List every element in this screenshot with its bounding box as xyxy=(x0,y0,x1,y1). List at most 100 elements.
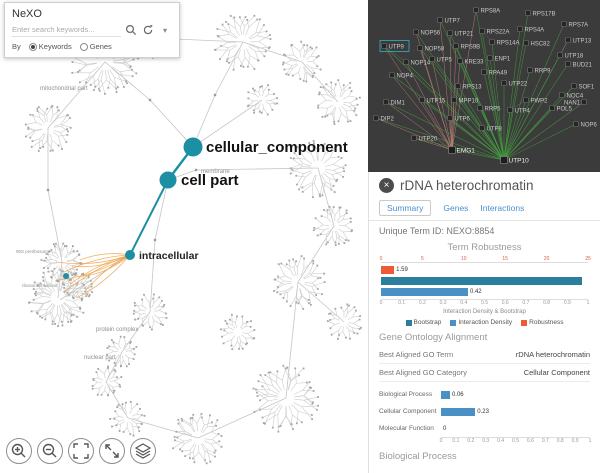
legend-swatch xyxy=(521,319,528,326)
gene-label-NOP14: NOP14 xyxy=(411,61,431,67)
gene-node-NOP56[interactable] xyxy=(413,29,419,35)
zoom-fit-button[interactable] xyxy=(68,438,94,464)
top-axis-tick: 25 xyxy=(585,256,591,262)
bottom-axis-tick: 0.5 xyxy=(481,300,488,306)
gene-node-DIM1[interactable] xyxy=(383,99,389,105)
go-axis-tick: 0.7 xyxy=(541,438,549,444)
search-input[interactable] xyxy=(12,23,121,37)
tab-summary[interactable]: Summary xyxy=(379,200,432,216)
tree-minor-label: nuclear part xyxy=(84,355,116,361)
zoom-in-button[interactable] xyxy=(6,438,32,464)
go-axis-tick: 0.8 xyxy=(556,438,564,444)
gene-node-UTP18[interactable] xyxy=(557,52,563,58)
gene-node-BUD21[interactable] xyxy=(565,61,571,67)
gene-node-NOC4[interactable] xyxy=(559,92,565,98)
selected-term-node[interactable] xyxy=(63,273,69,279)
search-icon[interactable] xyxy=(124,23,138,37)
chevron-down-icon[interactable]: ▾ xyxy=(162,25,167,35)
top-axis-tick: 5 xyxy=(421,256,424,262)
gene-node-UTP21[interactable] xyxy=(447,30,453,36)
gene-label-RPS17B: RPS17B xyxy=(533,12,556,18)
gene-node-DIP2[interactable] xyxy=(373,115,379,121)
gene-node-PWP2[interactable] xyxy=(523,97,529,103)
bar-interaction-density xyxy=(381,288,468,296)
node-cellular-component[interactable] xyxy=(183,137,203,157)
gene-node-RPS14A[interactable] xyxy=(489,39,495,45)
gene-node-UTP13[interactable] xyxy=(565,37,571,43)
gene-label-RPS9B: RPS9B xyxy=(461,45,481,51)
node-cell-part[interactable] xyxy=(159,171,177,189)
gene-node-UTP8[interactable] xyxy=(479,125,485,131)
gene-node-UTP4[interactable] xyxy=(507,107,513,113)
tab-interactions[interactable]: Interactions xyxy=(480,203,525,213)
gene-label-RPS13: RPS13 xyxy=(463,85,483,91)
gene-label-UTP18: UTP18 xyxy=(565,54,584,60)
gene-node-RPS7A[interactable] xyxy=(561,21,567,27)
gene-node-RPS4A[interactable] xyxy=(517,26,523,32)
gene-node-EMG1[interactable] xyxy=(448,146,456,154)
gene-node-NOP14[interactable] xyxy=(403,59,409,65)
zoom-out-button[interactable] xyxy=(37,438,63,464)
go-axis-tick: 0 xyxy=(439,438,443,444)
radio-keywords[interactable]: Keywords xyxy=(28,42,72,51)
gene-node-RPA49[interactable] xyxy=(481,69,487,75)
gene-node-UTP10[interactable] xyxy=(500,156,508,164)
gene-label-UTP21: UTP21 xyxy=(455,32,474,38)
gene-node-KRE33[interactable] xyxy=(457,58,463,64)
legend-interaction-density: Interaction Density xyxy=(450,319,512,326)
gene-node-UTP5[interactable] xyxy=(429,56,435,62)
gene-label-NAN1: NAN1 xyxy=(564,101,581,107)
gene-node-RPS9B[interactable] xyxy=(453,43,459,49)
tab-genes[interactable]: Genes xyxy=(443,203,469,213)
go-axis-tick: 0.1 xyxy=(452,438,460,444)
gene-node-HSC82[interactable] xyxy=(523,40,529,46)
gene-node-RRP5[interactable] xyxy=(477,105,483,111)
gene-node-RPS22A[interactable] xyxy=(479,28,485,34)
tree-label-intracellular: intracellular xyxy=(139,250,199,262)
biological-process-heading: Biological Process xyxy=(379,451,457,462)
gene-label-RPS7A: RPS7A xyxy=(569,23,589,29)
fit-selection-button[interactable] xyxy=(99,438,125,464)
layers-button[interactable] xyxy=(130,438,156,464)
gene-node-MPP10[interactable] xyxy=(451,97,457,103)
gene-label-RPS22A: RPS22A xyxy=(487,30,510,36)
gene-node-SOF1[interactable] xyxy=(571,83,577,89)
tree-minor-label: protein complex xyxy=(96,327,138,333)
bar-robustness xyxy=(381,266,395,274)
node-intracellular[interactable] xyxy=(125,250,135,260)
gene-node-POL5[interactable] xyxy=(549,105,555,111)
gene-node-RRP9[interactable] xyxy=(527,67,533,73)
gene-node-NOP6[interactable] xyxy=(573,121,579,127)
reset-icon[interactable] xyxy=(141,23,155,37)
gene-node-ENP1[interactable] xyxy=(487,55,493,61)
gene-node-RPS17B[interactable] xyxy=(525,10,531,16)
gene-node-NAN1[interactable] xyxy=(581,99,587,105)
gene-node-RPS13[interactable] xyxy=(455,83,461,89)
gene-node-UTP15[interactable] xyxy=(419,97,425,103)
top-axis-tick: 20 xyxy=(543,256,550,262)
gene-node-UTP20[interactable] xyxy=(411,135,417,141)
gene-node-RPS8A[interactable] xyxy=(473,7,479,13)
term-id: Unique Term ID: NEXO:8854 xyxy=(379,226,590,236)
gene-node-UTP7[interactable] xyxy=(437,17,443,23)
radio-genes-circle xyxy=(79,42,88,51)
gene-node-UTP9[interactable] xyxy=(381,43,387,49)
gene-label-UTP9: UTP9 xyxy=(389,45,405,51)
zoom-fit-icon xyxy=(73,443,89,459)
close-button[interactable]: × xyxy=(379,178,394,193)
bottom-axis-tick: 0.7 xyxy=(522,300,530,306)
radio-genes[interactable]: Genes xyxy=(79,42,112,51)
gene-node-UTP22[interactable] xyxy=(501,80,507,86)
gene-node-UTP6[interactable] xyxy=(447,115,453,121)
gene-node-NOP4[interactable] xyxy=(389,72,395,78)
bottom-axis-tick: 1 xyxy=(586,300,590,306)
gene-node-NOP58[interactable] xyxy=(417,45,423,51)
robustness-heading: Term Robustness xyxy=(447,242,522,253)
